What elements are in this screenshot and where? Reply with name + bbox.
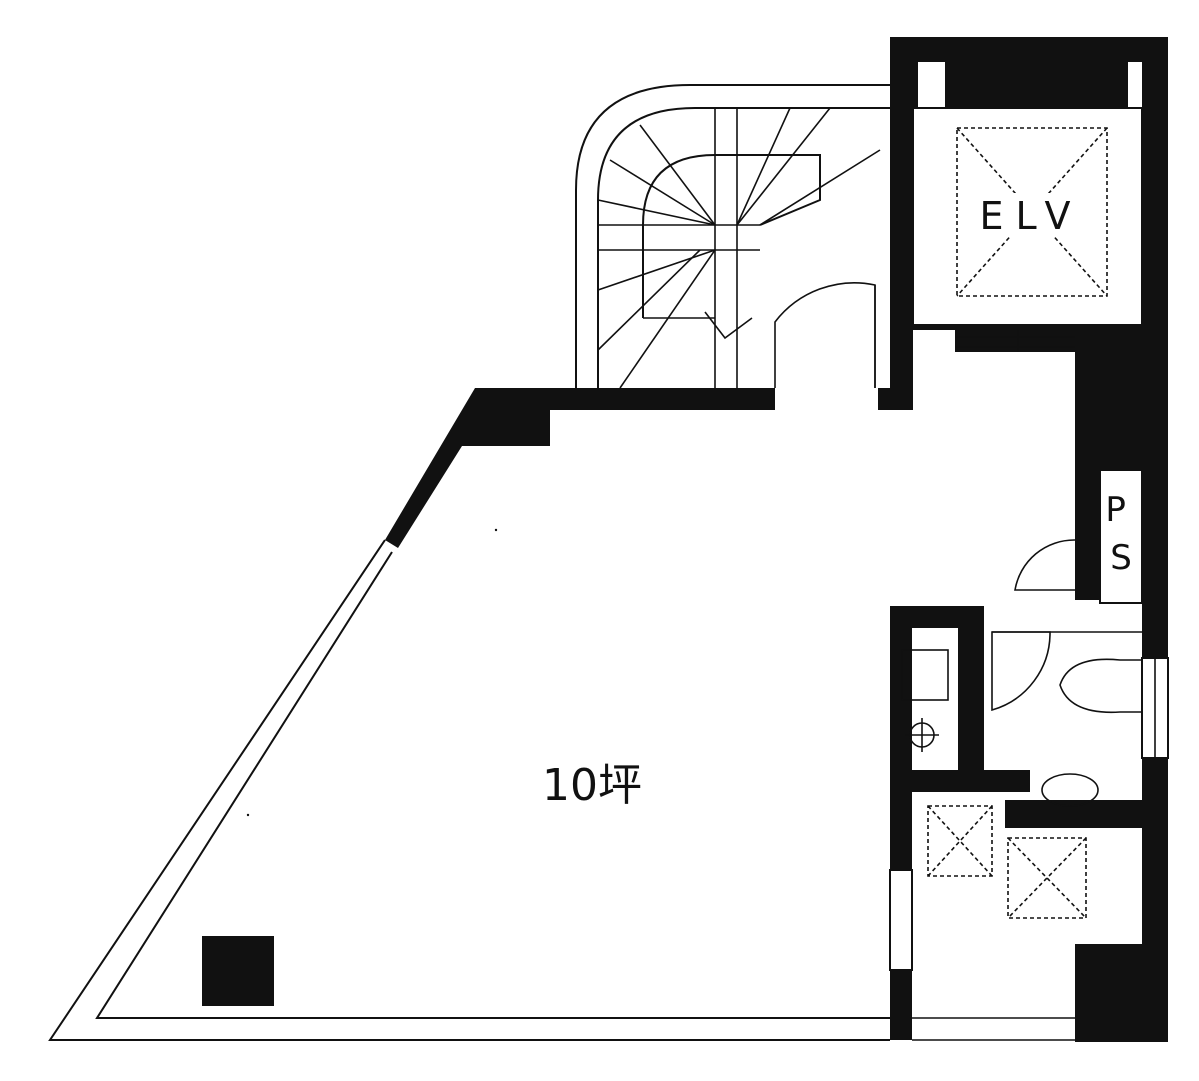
service-wall — [890, 770, 1030, 792]
washbasin — [1041, 773, 1099, 807]
main-room — [48, 388, 913, 1041]
ps-door — [1014, 539, 1076, 591]
toilet-bowl — [1059, 658, 1142, 714]
left-window-wall-inner — [95, 551, 890, 1019]
stair-tread — [759, 149, 881, 226]
main-room-area-label: 10坪 — [542, 760, 642, 811]
stair-tread — [597, 249, 701, 351]
stair-tread — [597, 249, 716, 291]
elevator-label-bg — [975, 193, 1090, 237]
structural-column — [202, 936, 274, 1006]
left-window-wall — [48, 539, 890, 1041]
stair-outer-curve-inner — [597, 107, 890, 388]
elevator: ELV — [890, 37, 1168, 1042]
diagonal-wall — [385, 388, 775, 548]
service-window — [889, 869, 913, 971]
service-wall — [1005, 800, 1145, 828]
stair-tread — [736, 107, 831, 226]
speck — [494, 528, 498, 532]
storage-box — [927, 805, 993, 877]
storage-box-cross — [927, 805, 993, 877]
storage-box-cross — [1007, 837, 1087, 919]
ps-label-text: P — [1105, 490, 1126, 530]
staircase — [575, 84, 890, 389]
stair-direction-arrow — [704, 311, 753, 340]
ps-label: P S — [1105, 490, 1136, 578]
stair-tread — [597, 199, 716, 226]
storage-box-cross — [1007, 837, 1087, 919]
elevator-cab — [956, 127, 1108, 297]
right-wall-block — [1075, 330, 1168, 470]
ps-side-wall — [1075, 470, 1100, 600]
service-wall — [1075, 944, 1168, 1042]
entrance-door — [774, 282, 876, 388]
service-block — [889, 606, 1169, 1042]
speck — [246, 813, 250, 817]
service-wall — [890, 606, 912, 1040]
toilet-door — [991, 631, 1051, 712]
stair-tread — [736, 107, 791, 226]
stair-inner-well — [642, 154, 821, 318]
stair-tread — [639, 124, 716, 226]
pipe-shaft: P S — [1014, 330, 1168, 604]
stair-tread — [609, 159, 716, 226]
sink — [901, 649, 949, 701]
storage-box — [1007, 837, 1087, 919]
stair-tread — [619, 249, 716, 389]
elevator-label: ELV — [979, 194, 1082, 238]
ps-label-text-2: S — [1110, 538, 1132, 578]
storage-box-cross — [927, 805, 993, 877]
stair-outer-curve — [575, 84, 890, 388]
service-wall — [958, 606, 984, 786]
ps-box — [1099, 469, 1143, 604]
